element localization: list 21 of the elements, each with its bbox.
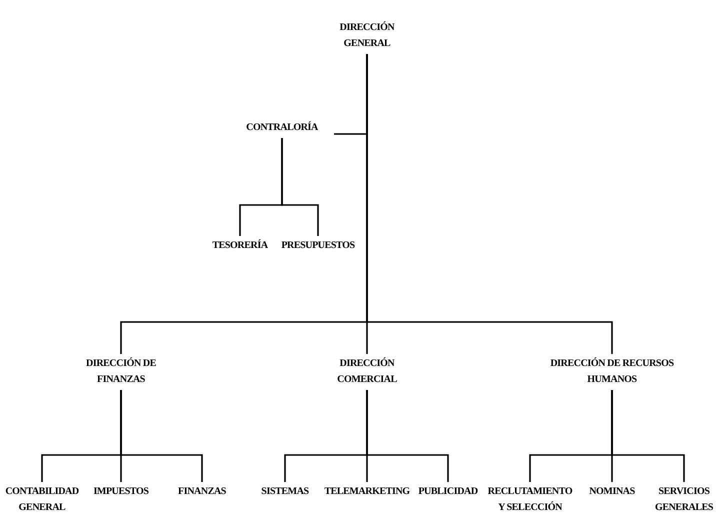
unit-label: RECLUTAMIENTO Y SELECCIÓN bbox=[486, 485, 574, 515]
unit-label: TELEMARKETING bbox=[324, 485, 410, 499]
connector-line bbox=[120, 390, 203, 482]
unit-label: PRESUPUESTOS bbox=[281, 239, 355, 253]
unit-label: DIRECCIÓN COMERCIAL bbox=[336, 356, 398, 387]
unit-label: TESORERÍA bbox=[212, 238, 268, 253]
connector-line bbox=[611, 390, 685, 482]
unit-label: NOMINAS bbox=[589, 485, 635, 499]
unit-label: CONTABILIDAD GENERAL bbox=[4, 485, 80, 515]
unit-label: PUBLICIDAD bbox=[418, 485, 478, 499]
unit-label: FINANZAS bbox=[178, 485, 226, 499]
unit-label: SISTEMAS bbox=[261, 485, 309, 499]
unit-label: CONTRALORÍA bbox=[246, 120, 318, 135]
connector-line bbox=[366, 54, 613, 354]
connector-line bbox=[281, 138, 319, 236]
unit-label: SERVICIOS GENERALES bbox=[654, 485, 714, 515]
unit-label: DIRECCIÓN DE FINANZAS bbox=[85, 356, 157, 387]
unit-label: IMPUESTOS bbox=[93, 485, 149, 499]
connector-line bbox=[366, 390, 449, 482]
unit-label: DIRECCIÓN GENERAL bbox=[338, 20, 396, 51]
unit-label: DIRECCIÓN DE RECURSOS HUMANOS bbox=[549, 356, 675, 387]
